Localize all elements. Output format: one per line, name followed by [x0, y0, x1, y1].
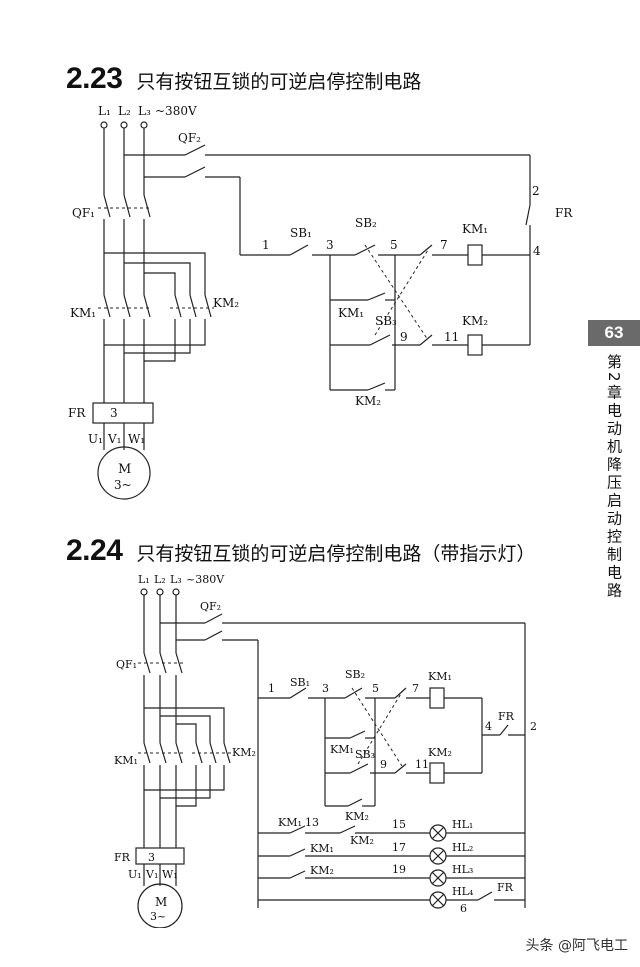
node-7: 7	[412, 682, 419, 695]
node-5: 5	[372, 682, 379, 695]
label-motor: M	[155, 895, 167, 909]
label-motor-phase: 3~	[150, 910, 166, 923]
circuit-diagram-2-24: L₁ L₂ L₃ ~380V QF₂ QF₁ KM₁ KM₂ FR 3 U₁ V…	[114, 573, 537, 928]
label-sb2: SB₂	[345, 668, 365, 681]
label-l2: L₂	[154, 573, 166, 586]
node-13: 13	[305, 816, 319, 829]
lamp-contact-km2: KM₂	[350, 834, 374, 847]
circuit-diagram-2-23: L₁ L₂ L₃ ~380V QF₂ QF₁ KM₁ KM₂ FR 3 U₁ V…	[68, 104, 573, 500]
section-heading-2-24: 2.24 只有按钮互锁的可逆启停控制电路（带指示灯）	[66, 534, 535, 568]
label-qf2: QF₂	[200, 600, 221, 613]
label-l1: L₁	[138, 573, 150, 586]
label-qf2: QF₂	[178, 131, 201, 145]
node-3: 3	[326, 238, 334, 252]
lamp-contact-km2b: KM₂	[310, 864, 334, 877]
label-l3: L₃	[170, 573, 182, 586]
lamp-contact-km1b: KM₁	[310, 842, 334, 855]
label-km1: KM₁	[114, 754, 138, 767]
power-lines	[92, 121, 531, 500]
lamp-hl4: HL₄	[452, 885, 474, 898]
coil-km2: KM₂	[462, 314, 488, 328]
coil-km1: KM₁	[462, 222, 488, 236]
label-u1: U₁	[88, 432, 103, 446]
node-15: 15	[392, 818, 406, 831]
chapter-label: 第2章电动机降压启动控制电路	[605, 354, 623, 601]
contact-fr: FR	[498, 710, 515, 723]
watermark: 头条 @阿飞电工	[525, 938, 628, 954]
label-fr-3: 3	[148, 851, 155, 864]
label-l1: L₁	[98, 104, 111, 118]
coil-km1: KM₁	[428, 670, 452, 683]
node-11: 11	[415, 758, 429, 771]
node-9: 9	[400, 330, 408, 344]
contact-km2: KM₂	[355, 394, 381, 408]
node-5: 5	[390, 238, 398, 252]
label-sb1: SB₁	[290, 226, 312, 240]
node-7: 7	[440, 238, 448, 252]
label-fr: FR	[68, 406, 86, 420]
label-motor: M	[118, 462, 131, 477]
section-number: 2.23	[66, 62, 123, 95]
node-4: 4	[485, 720, 492, 733]
label-km1: KM₁	[70, 306, 96, 320]
chapter-number: 第2章	[605, 354, 623, 403]
label-qf1: QF₁	[116, 658, 137, 671]
power-lines	[135, 588, 526, 928]
label-fr-3: 3	[110, 406, 118, 420]
section-title: 只有按钮互锁的可逆启停控制电路	[136, 71, 422, 93]
node-2: 2	[532, 184, 540, 198]
node-1: 1	[268, 682, 275, 695]
label-sb2: SB₂	[355, 216, 377, 230]
section-number: 2.24	[66, 534, 123, 567]
contact-km2: KM₂	[345, 810, 369, 823]
label-v1: V₁	[145, 868, 158, 881]
label-voltage: ~380V	[186, 573, 225, 586]
lamp-contact-km1: KM₁	[278, 816, 302, 829]
node-19: 19	[392, 863, 406, 876]
label-l2: L₂	[118, 104, 131, 118]
section-title: 只有按钮互锁的可逆启停控制电路（带指示灯）	[136, 543, 536, 565]
lamp-hl3: HL₃	[452, 863, 473, 876]
label-motor-phase: 3~	[114, 478, 132, 492]
coil-km2: KM₂	[428, 746, 452, 759]
page-number: 63	[588, 320, 640, 346]
label-l3: L₃	[138, 104, 151, 118]
label-fr: FR	[114, 851, 131, 864]
label-w1: W₁	[162, 868, 178, 881]
label-sb3: SB₃	[375, 314, 397, 328]
node-4: 4	[533, 244, 541, 258]
label-voltage: ~380V	[155, 104, 197, 118]
label-qf1: QF₁	[72, 206, 95, 220]
node-17: 17	[392, 841, 406, 854]
label-u1: U₁	[128, 868, 142, 881]
chapter-side-tab: 63 第2章电动机降压启动控制电路	[588, 320, 640, 601]
label-km2: KM₂	[213, 296, 239, 310]
lamp-hl1: HL₁	[452, 818, 473, 831]
node-6: 6	[460, 902, 467, 915]
node-2: 2	[530, 720, 537, 733]
chapter-title: 电动机降压启动控制电路	[605, 402, 623, 601]
label-w1: W₁	[128, 432, 145, 446]
lamp-hl2: HL₂	[452, 841, 473, 854]
label-sb3: SB₃	[355, 748, 375, 761]
node-11: 11	[444, 330, 459, 344]
label-v1: V₁	[107, 432, 121, 446]
contact-fr: FR	[555, 206, 573, 220]
node-3: 3	[322, 682, 329, 695]
node-1: 1	[262, 238, 270, 252]
contact-km1: KM₁	[330, 743, 354, 756]
label-sb1: SB₁	[290, 676, 310, 689]
label-km2: KM₂	[232, 746, 256, 759]
node-9: 9	[380, 758, 387, 771]
lamp-fr: FR	[497, 881, 514, 894]
contact-km1: KM₁	[338, 306, 364, 320]
section-heading-2-23: 2.23 只有按钮互锁的可逆启停控制电路	[66, 62, 421, 96]
